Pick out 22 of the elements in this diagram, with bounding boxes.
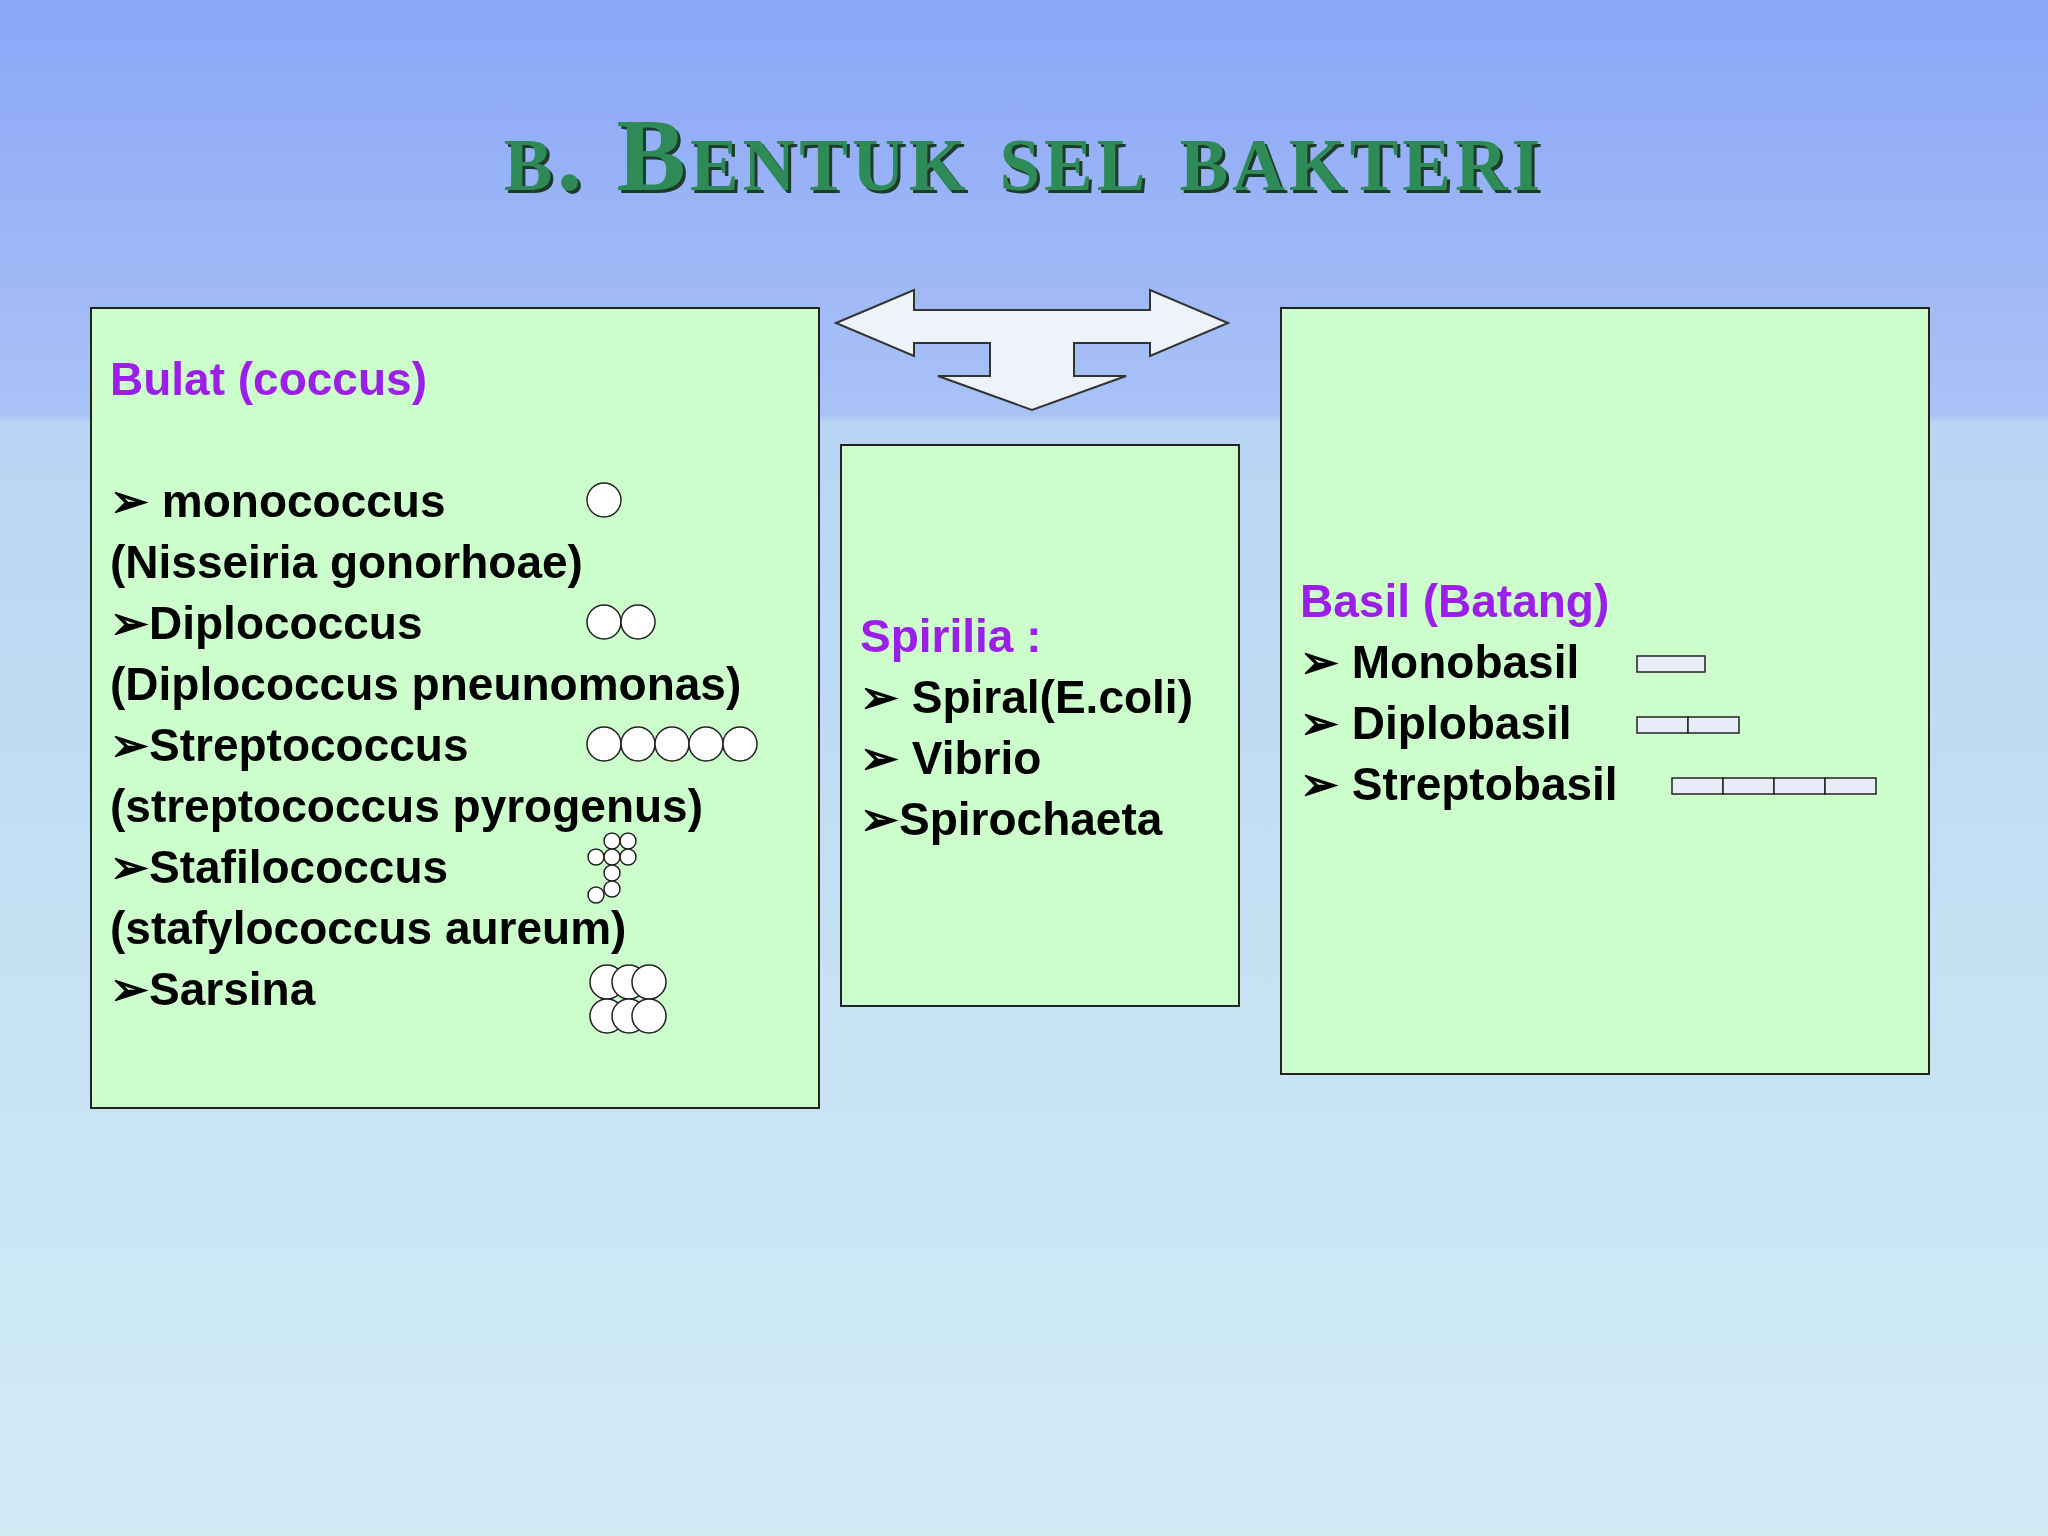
list-item: ➢Stafilococcus [110, 840, 449, 895]
list-item: ➢Diplococcus [110, 596, 423, 651]
list-item: ➢ Vibrio [860, 731, 1042, 786]
list-item: ➢Spirochaeta [860, 792, 1163, 847]
species-name: (Diplococcus pneunomonas) [110, 657, 742, 712]
species-name: (streptococcus pyrogenus) [110, 779, 703, 834]
list-item: ➢Sarsina [110, 962, 316, 1017]
text-box [840, 444, 1240, 1007]
list-item: ➢ Diplobasil [1300, 696, 1572, 751]
slide-title: b. Bentuk sel bakteri [502, 96, 1546, 214]
list-item: ➢Streptococcus [110, 718, 469, 773]
text-box [1280, 307, 1930, 1075]
list-item: ➢ Monobasil [1300, 635, 1580, 690]
list-item: ➢ monococcus [110, 474, 446, 529]
group-heading: Bulat (coccus) [110, 352, 427, 407]
species-name: (Nisseiria gonorhoae) [110, 535, 583, 590]
list-item: ➢ Streptobasil [1300, 757, 1618, 812]
text-box [90, 307, 820, 1109]
list-item: ➢ Spiral(E.coli) [860, 670, 1193, 725]
group-heading: Spirilia : [860, 609, 1042, 664]
species-name: (stafylococcus aureum) [110, 901, 627, 956]
group-heading: Basil (Batang) [1300, 574, 1610, 629]
